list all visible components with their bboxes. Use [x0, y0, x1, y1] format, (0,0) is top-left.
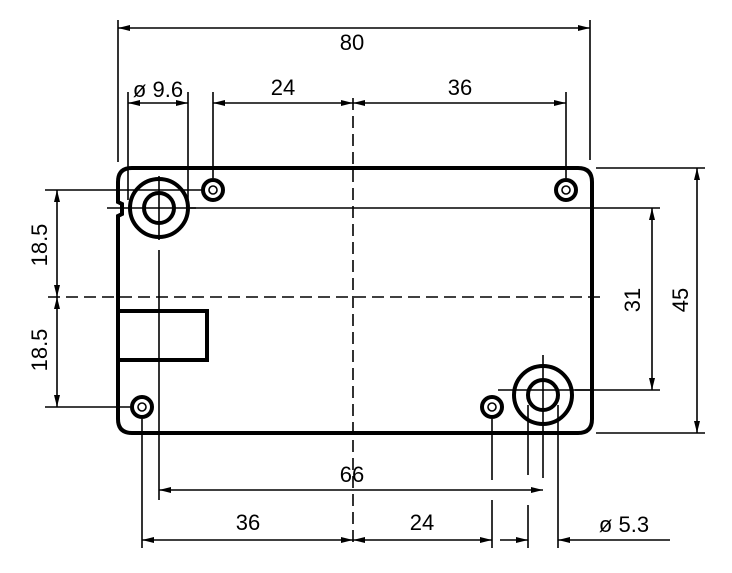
label-small-hole-diameter: ø 5.3	[599, 512, 649, 537]
extension-lines	[45, 20, 705, 548]
small-hole	[554, 178, 578, 202]
large-hole-bottom-right	[498, 355, 590, 478]
plate-outline	[116, 166, 594, 435]
label-bottom-36: 36	[236, 510, 260, 535]
label-top-24: 24	[271, 75, 295, 100]
label-left-lower-18-5: 18.5	[27, 329, 52, 372]
large-hole-top-left	[107, 176, 196, 240]
label-66: 66	[340, 462, 364, 487]
label-31: 31	[620, 288, 645, 312]
label-top-36: 36	[448, 75, 472, 100]
small-hole	[201, 178, 225, 202]
label-left-upper-18-5: 18.5	[27, 224, 52, 267]
label-overall-width: 80	[340, 30, 364, 55]
small-hole	[130, 395, 154, 419]
label-overall-height: 45	[668, 288, 693, 312]
label-large-hole-diameter: ø 9.6	[133, 77, 183, 102]
small-hole	[480, 395, 504, 419]
connector-cutout	[116, 309, 209, 362]
label-bottom-24: 24	[410, 510, 434, 535]
